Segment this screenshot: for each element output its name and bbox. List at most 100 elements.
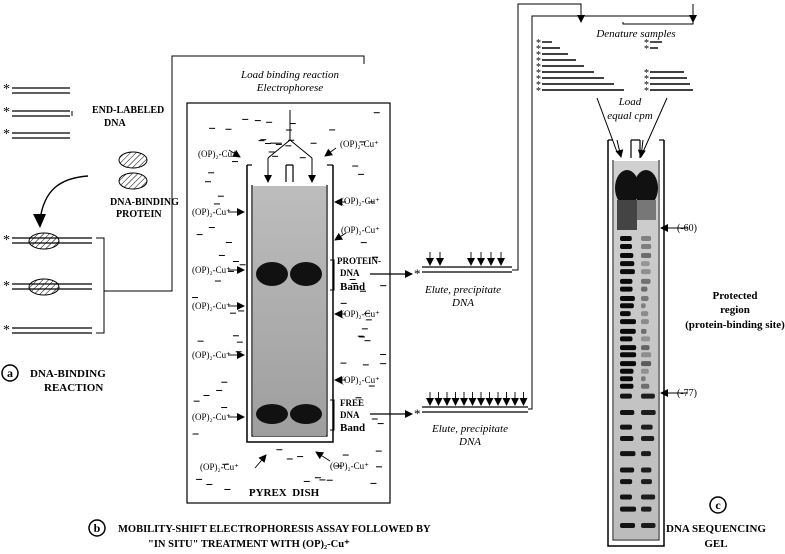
fragment-star: * (536, 86, 541, 97)
gel-band (641, 261, 650, 267)
connector-top (512, 3, 585, 271)
gel-band (620, 361, 637, 367)
panel-b-badge (88, 519, 106, 537)
elute-section: * Elute, precipitate DNA * Elute, precip… (370, 3, 697, 448)
free-band-label-2: DNA (340, 410, 360, 420)
free-dna-band-left (256, 404, 288, 424)
protected-label-2: region (720, 304, 750, 316)
panel-a-letter: a (7, 366, 13, 380)
gel-slab (253, 186, 326, 436)
reagent-labels: (OP)₂-Cu⁺ (OP)₂-Cu⁺ (OP)₂-Cu⁺ (OP)₂-Cu⁺ … (192, 139, 380, 472)
reagent-label: (OP)₂-Cu⁺ (341, 375, 380, 385)
end-labeled-label-2: DNA (104, 118, 126, 129)
load-caption-2: Electrophorese (256, 82, 324, 94)
label-star: * (3, 323, 10, 338)
panel-c: Denature samples ********* ****** Load e… (536, 28, 785, 550)
gel-band (641, 269, 651, 275)
fragments-left: ********* (536, 38, 624, 97)
free-band-label-3: Band (340, 422, 365, 434)
gel-band (620, 409, 635, 415)
gel-band (620, 328, 636, 334)
gel-band (620, 451, 636, 457)
gel-band (620, 319, 636, 325)
load-funnel (596, 97, 668, 153)
reagent-label: (OP)₂-Cu⁺ (192, 301, 231, 311)
gel-band (620, 252, 634, 258)
gel-band (641, 311, 649, 317)
gel-band (641, 479, 652, 485)
gel-smear (617, 200, 637, 230)
reagent-label: (OP)₂-Cu⁺ (200, 462, 239, 472)
gel-band (641, 393, 655, 399)
cleavage-arrows-protected (426, 252, 505, 266)
dna-binding-protein-label-2: PROTEIN (116, 209, 162, 220)
marker-top-label: (-60) (677, 223, 697, 234)
gel-band (620, 494, 632, 500)
label-star: * (3, 233, 10, 248)
elute-caption-bottom-1: Elute, precipitate (431, 423, 508, 435)
gel-smear (615, 170, 639, 206)
gel-band (641, 328, 647, 334)
connector-line (104, 55, 365, 292)
elute-caption-top-2: DNA (451, 297, 474, 309)
gel-band (641, 467, 652, 473)
label-star: * (414, 266, 421, 281)
panel-b-letter: b (94, 521, 101, 535)
buffer-dashes (192, 112, 387, 490)
gel-band (641, 522, 656, 528)
gel-band (620, 479, 633, 485)
label-star: * (414, 406, 421, 421)
elute-caption-bottom-2: DNA (458, 436, 481, 448)
gel-band (641, 252, 652, 258)
gel-band (620, 435, 634, 441)
pyrex-dish-label: PYREX DISH (249, 487, 320, 499)
protein-dna-band-right (290, 262, 322, 286)
reagent-arrows (228, 147, 347, 469)
reagent-label: (OP)₂-Cu⁺ (341, 196, 380, 206)
gel-band (641, 319, 649, 325)
curved-arrow (39, 175, 89, 221)
gel-band (641, 352, 652, 358)
fragment-star: * (644, 80, 649, 91)
panel-a: * * * END-LABELED DNA DNA-BINDING PROTEI… (1, 55, 365, 394)
label-star: * (3, 105, 10, 120)
panel-c-caption-1: DNA SEQUENCING (666, 523, 766, 535)
load-label-1: Load (618, 96, 642, 108)
load-label-2: equal cpm (607, 110, 653, 122)
pyrex-dish (186, 102, 391, 504)
gel-band (641, 506, 652, 512)
fragment-star: * (644, 86, 649, 97)
seq-gel-frame-inner (612, 160, 660, 541)
reagent-label: (OP)₂-Cu⁺ (330, 461, 369, 471)
fragment-star: * (644, 68, 649, 79)
panel-a-caption-1: DNA-BINDING (30, 368, 106, 380)
gel-band (641, 345, 650, 351)
gel-band (620, 376, 633, 382)
gel-frame-outer (246, 165, 334, 443)
gel-band (620, 311, 631, 317)
fragment-star: * (536, 56, 541, 67)
free-dna-band-right (290, 404, 322, 424)
reagent-label: (OP)₂-Cu⁺ (192, 412, 231, 422)
gel-band (620, 295, 635, 301)
seq-gel-frame-outer (607, 140, 665, 547)
load-lines (267, 110, 313, 159)
fragment-star: * (536, 62, 541, 73)
reagent-label: (OP)₂-Cu⁺ (341, 225, 380, 235)
gel-band (620, 269, 635, 275)
gel-divider (285, 164, 294, 182)
gel-band (641, 236, 652, 241)
fragment-star: * (536, 74, 541, 85)
gel-band (641, 383, 650, 389)
load-caption-1: Load binding reaction (240, 69, 339, 81)
marker-bottom-label: (-77) (677, 388, 697, 399)
denature-label: Denature samples (595, 28, 675, 40)
cleavage-arrows-free (426, 392, 528, 406)
fragment-star: * (536, 68, 541, 79)
panel-b-caption-1: MOBILITY-SHIFT ELECTROPHORESIS ASSAY FOL… (118, 524, 431, 535)
panel-b: Load binding reaction Electrophorese PRO… (88, 69, 431, 550)
gel-band (641, 451, 651, 457)
free-band-bracket (330, 399, 335, 431)
protein-ellipse (118, 172, 148, 190)
